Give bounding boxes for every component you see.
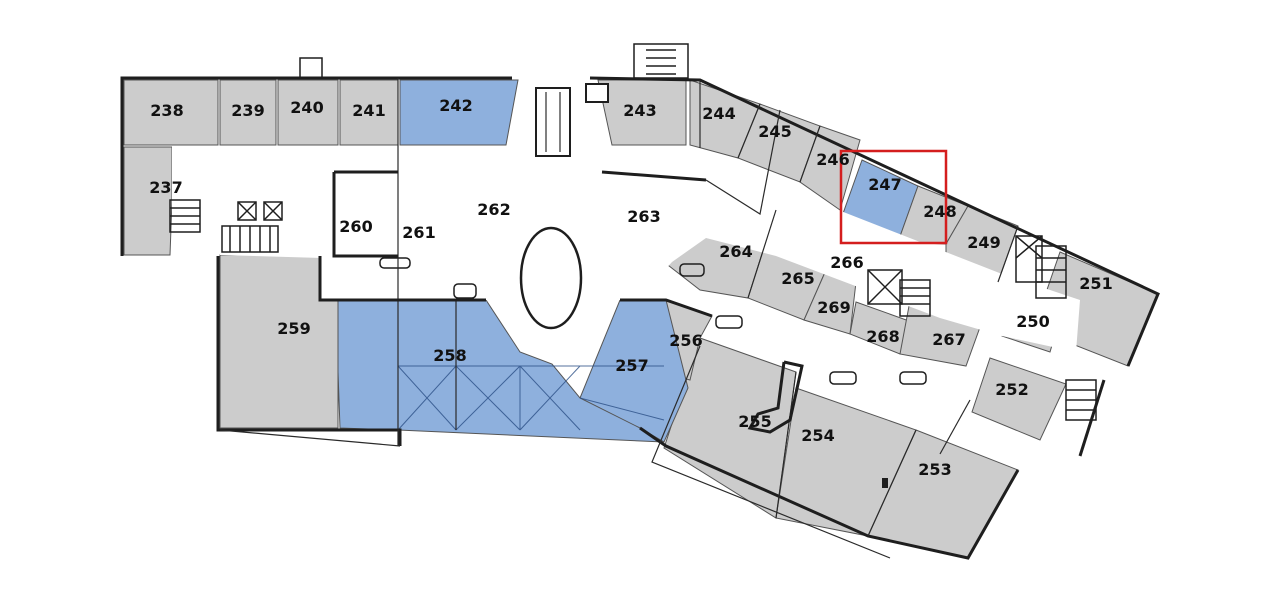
unit-label-255: 255 [738, 412, 771, 431]
unit-label-258: 258 [433, 346, 466, 365]
unit-label-257: 257 [615, 356, 648, 375]
unit-label-248: 248 [923, 202, 956, 221]
unit-label-243: 243 [623, 101, 656, 120]
unit-label-247: 247 [868, 175, 901, 194]
unit-label-242: 242 [439, 96, 472, 115]
corridors-layer [172, 83, 1080, 352]
unit-label-260: 260 [339, 217, 372, 236]
unit-label-262: 262 [477, 200, 510, 219]
unit-label-253: 253 [918, 460, 951, 479]
unit-label-245: 245 [758, 122, 791, 141]
unit-label-246: 246 [816, 150, 849, 169]
unit-240[interactable] [277, 79, 339, 146]
unit-label-249: 249 [967, 233, 1000, 252]
escalator [535, 87, 571, 157]
walls [120, 76, 1160, 560]
unit-label-254: 254 [801, 426, 834, 445]
unit-label-269: 269 [817, 298, 850, 317]
unit-label-251: 251 [1079, 274, 1112, 293]
unit-label-264: 264 [719, 242, 752, 261]
unit-238[interactable] [123, 79, 219, 146]
unit-239[interactable] [219, 79, 277, 146]
unit-label-237: 237 [149, 178, 182, 197]
elevator [585, 83, 609, 103]
unit-label-256: 256 [669, 331, 702, 350]
unit-label-239: 239 [231, 101, 264, 120]
unit-label-265: 265 [781, 269, 814, 288]
unit-252[interactable] [971, 357, 1067, 441]
unit-label-240: 240 [290, 98, 323, 117]
unit-label-238: 238 [150, 101, 183, 120]
unit-label-241: 241 [352, 101, 385, 120]
unit-237[interactable] [123, 146, 173, 256]
unit-label-268: 268 [866, 327, 899, 346]
unit-label-259: 259 [277, 319, 310, 338]
selection-highlight [839, 149, 948, 245]
unit-labels: 238 239 240 241 242 243 244 245 246 247 … [149, 96, 1112, 479]
unit-label-263: 263 [627, 207, 660, 226]
unit-label-266: 266 [830, 253, 863, 272]
unit-label-261: 261 [402, 223, 435, 242]
unit-label-244: 244 [702, 104, 735, 123]
stair-cores [169, 43, 1097, 421]
unit-label-252: 252 [995, 380, 1028, 399]
unit-label-250: 250 [1016, 312, 1049, 331]
skylight-lines [397, 300, 665, 431]
unit-242[interactable] [399, 79, 519, 146]
atrium-oval [519, 226, 583, 330]
unit-label-267: 267 [932, 330, 965, 349]
